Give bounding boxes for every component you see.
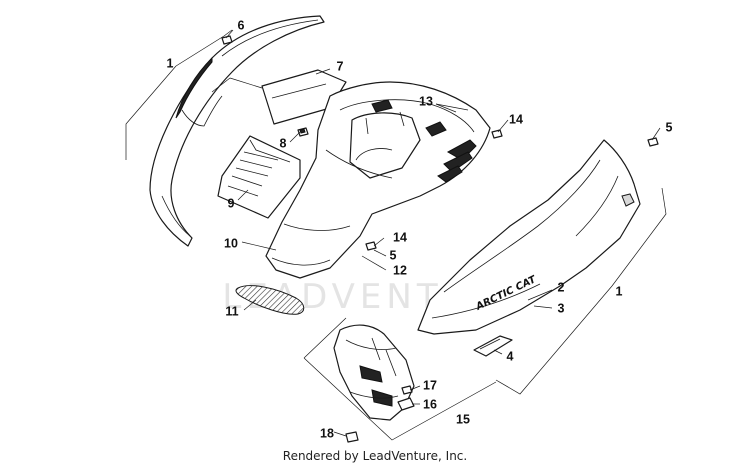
vent-grille-part xyxy=(217,135,301,219)
callout-1-right: 1 xyxy=(616,284,623,298)
callout-14-mid: 14 xyxy=(393,230,407,244)
callout-7: 7 xyxy=(337,59,344,73)
callout-8: 8 xyxy=(280,136,287,150)
callout-16: 16 xyxy=(423,397,437,411)
callout-15: 15 xyxy=(456,412,470,426)
render-credit-footer: Rendered by LeadVenture, Inc. xyxy=(282,449,468,463)
callout-13: 13 xyxy=(419,94,433,108)
callout-4: 4 xyxy=(507,349,514,363)
hardware-part-14-top xyxy=(491,129,503,139)
left-side-panel xyxy=(149,15,325,247)
headlight-lens-part xyxy=(235,285,305,315)
callout-18: 18 xyxy=(320,426,334,440)
hardware-part-18 xyxy=(345,431,359,443)
hardware-part-17 xyxy=(401,385,413,395)
callout-9: 9 xyxy=(228,196,235,210)
callout-10: 10 xyxy=(224,236,238,250)
lower-belly-pan xyxy=(333,324,415,421)
callout-5-mid: 5 xyxy=(390,248,397,262)
hardware-part-5-top xyxy=(647,137,659,147)
callout-2: 2 xyxy=(558,280,565,294)
small-decal-part xyxy=(473,335,513,357)
hardware-part-8 xyxy=(297,127,309,137)
callout-5-top: 5 xyxy=(666,120,673,134)
callout-17: 17 xyxy=(423,378,437,392)
assembly-bracket-lines xyxy=(125,29,667,441)
callout-labels: 1 6 7 8 9 10 11 13 14 14 5 12 5 2 3 1 4 … xyxy=(167,18,673,440)
callout-6: 6 xyxy=(238,18,245,32)
right-side-panel: ARCTIC CAT xyxy=(417,139,641,335)
callout-12: 12 xyxy=(393,263,407,277)
callout-3: 3 xyxy=(558,301,565,315)
leader-lines xyxy=(225,29,661,437)
hardware-part-16 xyxy=(397,397,415,411)
hardware-part-14-mid xyxy=(365,241,377,251)
callout-11: 11 xyxy=(225,304,238,318)
front-hood-part xyxy=(265,81,491,279)
callout-1: 1 xyxy=(167,56,174,70)
callout-14-top: 14 xyxy=(509,112,523,126)
